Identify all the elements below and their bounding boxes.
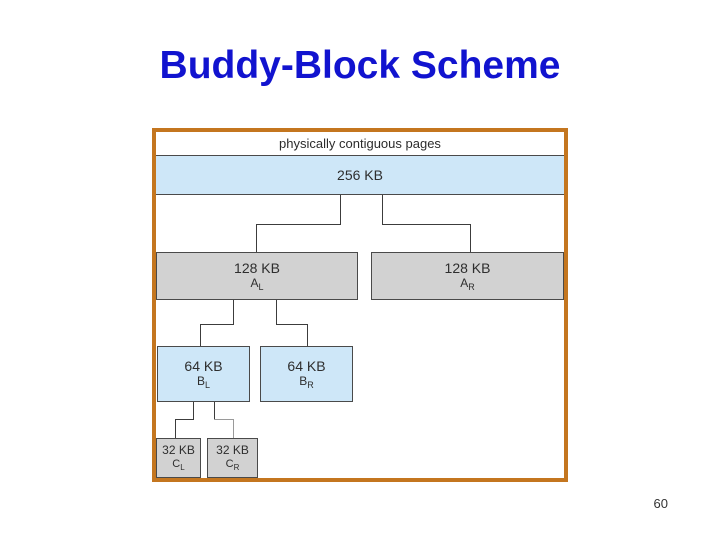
connector-128-left-horizontal [200, 324, 234, 325]
block-32kb-cl: 32 KB CL [156, 438, 201, 478]
block-size-label: 256 KB [337, 167, 383, 183]
block-id-label: BR [299, 373, 314, 390]
connector-128-right-stub [276, 300, 277, 324]
block-id-label: AR [460, 275, 475, 292]
page-title: Buddy-Block Scheme [159, 44, 561, 87]
block-size-label: 32 KB [162, 442, 195, 457]
connector-64-left-horizontal [175, 419, 194, 420]
connector-64-right-stub [214, 402, 215, 419]
connector-128-right-horizontal [276, 324, 308, 325]
connector-256-left-horizontal [256, 224, 341, 225]
block-size-label: 64 KB [184, 357, 223, 374]
connector-64-right-horizontal [214, 419, 234, 420]
connector-128r-drop [470, 224, 471, 252]
block-128kb-al: 128 KB AL [156, 252, 358, 300]
block-id-label: AL [250, 275, 264, 292]
connector-64l-drop [200, 324, 201, 346]
connector-32l-drop [175, 419, 176, 438]
connector-128l-drop [256, 224, 257, 252]
diagram-caption: physically contiguous pages [279, 136, 441, 151]
connector-256-right-horizontal [382, 224, 471, 225]
connector-128-left-stub [233, 300, 234, 324]
block-id-label: CL [172, 457, 185, 472]
block-size-label: 128 KB [444, 259, 491, 276]
block-64kb-br: 64 KB BR [260, 346, 353, 402]
block-size-label: 64 KB [287, 357, 326, 374]
connector-32r-drop [233, 419, 234, 438]
block-id-label: CR [225, 457, 240, 472]
connector-256-left-stub [340, 195, 341, 224]
connector-256-right-stub [382, 195, 383, 224]
connector-64r-drop [307, 324, 308, 346]
block-256kb: 256 KB [156, 155, 564, 195]
page-number: 60 [653, 496, 668, 511]
connector-64-left-stub [193, 402, 194, 419]
block-32kb-cr: 32 KB CR [207, 438, 258, 478]
block-id-label: BL [196, 373, 211, 390]
block-128kb-ar: 128 KB AR [371, 252, 564, 300]
block-size-label: 32 KB [216, 442, 249, 457]
buddy-block-diagram: physically contiguous pages 256 KB 128 K… [152, 128, 568, 482]
block-size-label: 128 KB [234, 259, 280, 276]
block-64kb-bl: 64 KB BL [157, 346, 250, 402]
